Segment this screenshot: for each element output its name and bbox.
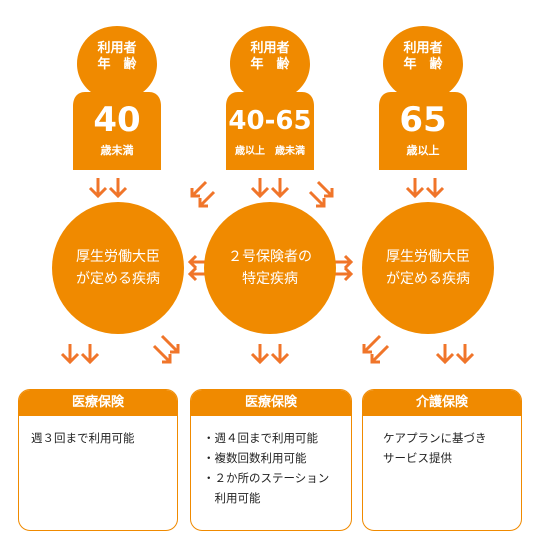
circle-line1: 厚生労働大臣: [386, 249, 470, 265]
box-items: ・週４回まで利用可能 ・複数回数利用可能 ・２か所のステーション 利用可能: [191, 416, 351, 508]
arrow-down-icon: [250, 344, 290, 365]
box-item: 利用可能: [203, 491, 261, 505]
person-40-65: 利用者 年 齢 40-65 歳以上 歳未満: [208, 20, 332, 170]
person-head-label2: 年 齢: [403, 57, 443, 72]
person-65-over: 利用者 年 齢 65 歳以上: [361, 20, 485, 170]
arrow-right-icon: [333, 254, 354, 282]
box-items: 週３回まで利用可能: [19, 416, 177, 448]
arrow-down-left-icon: [190, 180, 216, 208]
box-title: 介護保険: [363, 390, 521, 416]
box-title: 医療保険: [191, 390, 351, 416]
condition-circle-right: 厚生労働大臣 が定める疾病: [362, 202, 494, 334]
person-silhouette-icon: [226, 26, 314, 170]
person-silhouette-icon: [379, 26, 467, 170]
circle-line1: 厚生労働大臣: [76, 249, 160, 265]
insurance-box-middle: 医療保険 ・週４回まで利用可能 ・複数回数利用可能 ・２か所のステーション 利用…: [190, 389, 352, 531]
box-item: ・複数回数利用可能: [203, 451, 307, 465]
arrow-down-right-icon: [152, 334, 180, 364]
age-caption: 歳以上: [406, 144, 440, 157]
box-item: ・週４回まで利用可能: [203, 431, 318, 445]
arrow-down-icon: [435, 344, 475, 365]
age-caption: 歳未満: [100, 144, 134, 157]
box-items: ケアプランに基づき サービス提供: [363, 416, 521, 468]
person-head-label: 利用者: [97, 41, 137, 56]
age-value: 40-65: [228, 106, 312, 136]
circle-line1: ２号保険者の: [228, 249, 312, 265]
condition-circle-middle: ２号保険者の 特定疾病: [204, 202, 336, 334]
person-head-label2: 年 齢: [250, 57, 290, 72]
age-value: 40: [93, 100, 141, 140]
person-head-label2: 年 齢: [97, 57, 137, 72]
box-item: ケアプランに基づき: [383, 431, 487, 445]
age-value: 65: [399, 100, 447, 140]
arrow-down-left-icon: [362, 334, 390, 364]
arrow-down-icon: [60, 344, 100, 365]
arrow-down-icon: [88, 178, 128, 199]
circle-line2: 特定疾病: [242, 271, 298, 287]
box-item: ・２か所のステーション: [203, 471, 330, 485]
box-title: 医療保険: [19, 390, 177, 416]
person-head-label: 利用者: [250, 41, 290, 56]
insurance-box-right: 介護保険 ケアプランに基づき サービス提供: [362, 389, 522, 531]
condition-circle-left: 厚生労働大臣 が定める疾病: [52, 202, 184, 334]
box-item: 週３回まで利用可能: [31, 431, 135, 445]
box-item: サービス提供: [383, 451, 452, 465]
arrow-down-right-icon: [308, 180, 334, 208]
arrow-down-icon: [250, 178, 290, 199]
age-caption: 歳以上 歳未満: [235, 146, 305, 157]
person-under-40: 利用者 年 齢 40 歳未満: [55, 20, 179, 170]
insurance-box-left: 医療保険 週３回まで利用可能: [18, 389, 178, 531]
person-silhouette-icon: [73, 26, 161, 170]
person-head-label: 利用者: [403, 41, 443, 56]
circle-line2: が定める疾病: [76, 271, 160, 287]
circle-line2: が定める疾病: [386, 271, 470, 287]
arrow-down-icon: [405, 178, 445, 199]
